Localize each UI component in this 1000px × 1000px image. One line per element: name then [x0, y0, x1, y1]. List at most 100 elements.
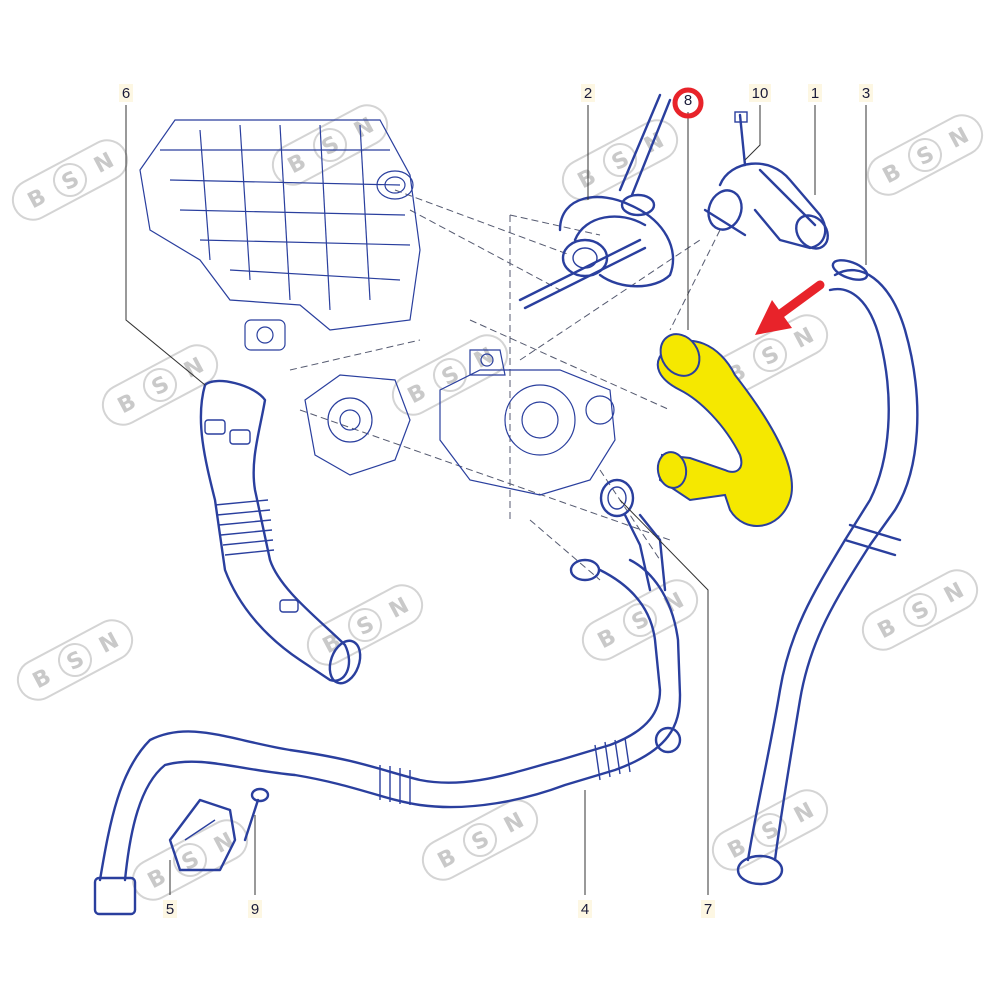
watermark-letter: N — [385, 593, 413, 624]
callout-bg — [578, 900, 592, 918]
watermark-ring — [313, 128, 347, 162]
watermark-ring — [433, 358, 467, 392]
watermark-letter: B — [594, 624, 621, 654]
intake-manifold — [139, 119, 421, 351]
watermark-letter: N — [95, 628, 123, 659]
watermark-letter: B — [434, 844, 461, 874]
watermark-ring — [143, 368, 177, 402]
watermark-letter: N — [790, 323, 818, 354]
callout-8: 8 — [672, 87, 704, 119]
bsn-watermark: BSN — [11, 139, 129, 221]
part-3-long-hose — [736, 259, 919, 886]
watermark-frame — [306, 584, 424, 666]
watermark-letter: B — [574, 164, 601, 194]
part-1-outlet-elbow — [703, 111, 829, 250]
part-4-bottom-hose — [93, 513, 682, 916]
bsn-watermark: BSN — [861, 569, 979, 651]
callout-number: 7 — [704, 901, 712, 918]
bsn-watermark: BSN — [131, 819, 249, 901]
watermark-frame — [101, 344, 219, 426]
part-2-throttle-hose — [518, 93, 675, 310]
watermark-ring — [463, 823, 497, 857]
watermark-frame — [421, 799, 539, 881]
callout-number: 9 — [251, 901, 259, 918]
callout-bg — [248, 900, 262, 918]
callout-4: 4 — [578, 900, 592, 918]
callout-8-highlight-ring — [672, 87, 704, 119]
watermark-letter: N — [350, 113, 378, 144]
watermark-letter: N — [470, 343, 498, 374]
watermark-frame — [16, 619, 134, 701]
watermark-frame — [866, 114, 984, 196]
callout-number: 10 — [752, 85, 769, 102]
watermark-ring — [908, 138, 942, 172]
watermark-letter: B — [879, 159, 906, 189]
watermark-letter: N — [940, 578, 968, 609]
callout-number: 2 — [584, 85, 592, 102]
watermark-frame — [861, 569, 979, 651]
callout-5: 5 — [163, 900, 177, 918]
callout-number: 3 — [862, 85, 870, 102]
bsn-watermark: BSN — [711, 789, 829, 871]
callout-number: 6 — [122, 85, 130, 102]
callout-number: 8 — [684, 92, 692, 109]
watermark-letter: N — [500, 808, 528, 839]
watermark-letter: N — [945, 123, 973, 154]
callout-bg — [859, 84, 873, 102]
assembly-guide-lines — [289, 189, 721, 581]
watermark-letter: B — [144, 864, 171, 894]
watermark-frame — [11, 139, 129, 221]
watermark-ring — [903, 593, 937, 627]
leader-lines — [125, 105, 867, 895]
callout-number: 5 — [166, 901, 174, 918]
callout-bg — [581, 84, 595, 102]
callout-bg — [701, 900, 715, 918]
callout-9: 9 — [248, 900, 262, 918]
callout-10: 10 — [749, 84, 771, 102]
bsn-watermark: BSN — [306, 584, 424, 666]
part-6-flex-hose — [199, 379, 362, 685]
part-9-screw — [243, 787, 270, 842]
callout-2: 2 — [581, 84, 595, 102]
watermark-letter: B — [114, 389, 141, 419]
turbocharger — [304, 349, 616, 496]
part-5-bracket — [168, 798, 237, 872]
watermark-ring — [58, 643, 92, 677]
callout-1: 1 — [808, 84, 822, 102]
watermark-letter: B — [284, 149, 311, 179]
callout-bg — [163, 900, 177, 918]
watermark-ring — [53, 163, 87, 197]
watermark-letter: N — [790, 798, 818, 829]
callout-number: 1 — [811, 85, 819, 102]
callout-3: 3 — [859, 84, 873, 102]
watermark-frame — [561, 119, 679, 201]
watermark-frame — [581, 579, 699, 661]
callout-6: 6 — [119, 84, 133, 102]
bsn-watermark: BSN — [581, 579, 699, 661]
red-arrow-icon — [755, 280, 825, 335]
part-8-charge-air-hose — [599, 333, 793, 527]
callout-number: 4 — [581, 901, 589, 918]
bsn-watermark: BSN — [16, 619, 134, 701]
bsn-watermark: BSN — [866, 114, 984, 196]
watermark-letter: B — [404, 379, 431, 409]
watermark-letter: N — [90, 148, 118, 179]
watermark-frame — [391, 334, 509, 416]
callout-7: 7 — [701, 900, 715, 918]
bsn-watermark: BSN — [561, 119, 679, 201]
watermark-ring — [623, 603, 657, 637]
watermark-ring — [348, 608, 382, 642]
watermark-letter: N — [660, 588, 688, 619]
callout-bg — [749, 84, 771, 102]
watermark-ring — [173, 843, 207, 877]
watermark-letter: B — [24, 184, 51, 214]
watermark-letter: B — [874, 614, 901, 644]
callout-labels: 1 2 3 4 5 6 7 8 9 10 — [119, 84, 873, 918]
watermark-frame — [711, 789, 829, 871]
watermark-letter: B — [29, 664, 56, 694]
bsn-watermark: BSN — [271, 104, 389, 186]
callout-bg — [119, 84, 133, 102]
callout-bg — [808, 84, 822, 102]
